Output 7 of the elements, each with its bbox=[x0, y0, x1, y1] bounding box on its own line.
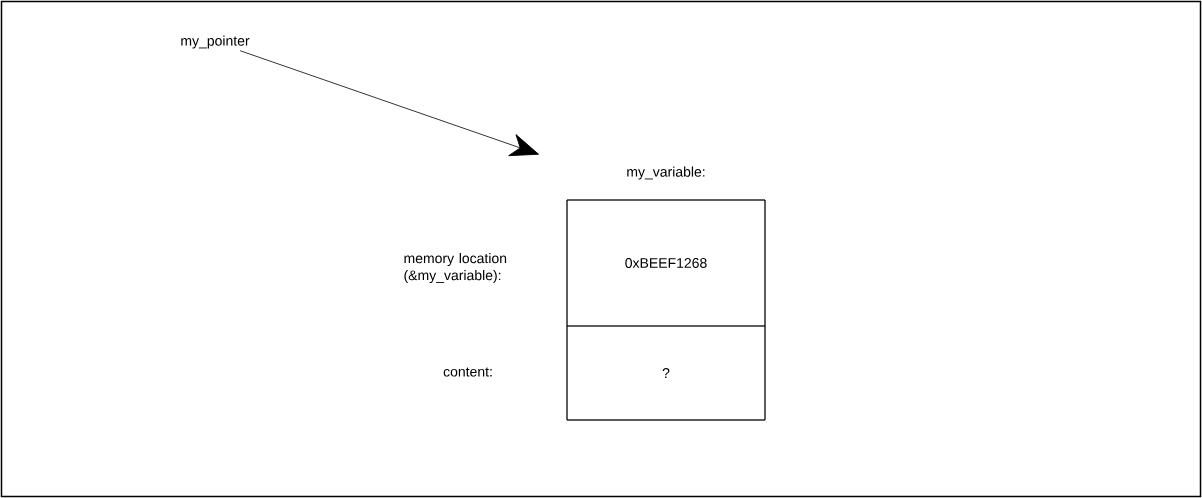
memory-cell: 0xBEEF1268 bbox=[566, 199, 766, 327]
label-text: content: bbox=[443, 367, 492, 377]
label-text: memory location (&my_variable): bbox=[404, 253, 507, 283]
pointer-name: my_pointer bbox=[181, 35, 250, 49]
variable-name: my_variable: bbox=[627, 166, 705, 180]
memory-cell: ? bbox=[566, 325, 766, 421]
arrow bbox=[239, 50, 539, 157]
